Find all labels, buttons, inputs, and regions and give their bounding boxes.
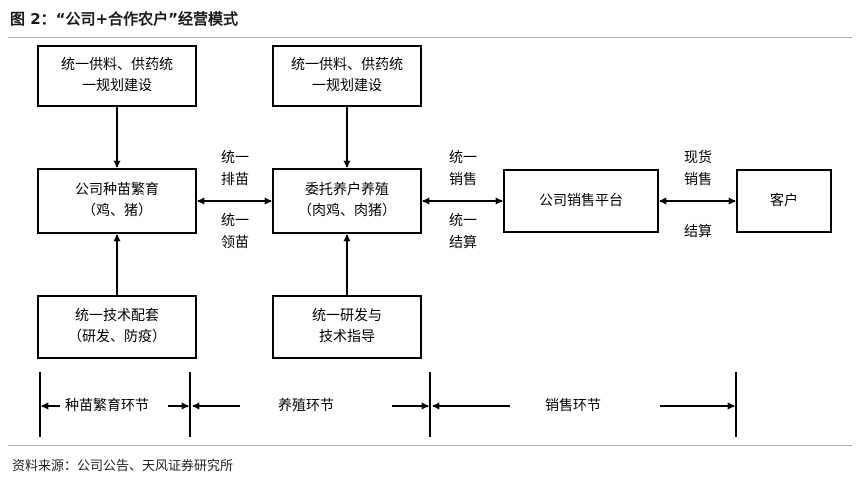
box-supply-mid: 统一供料、供药统 一规划建设 bbox=[272, 45, 422, 107]
box-customer: 客户 bbox=[736, 169, 832, 233]
stage-sales-label: 销售环节 bbox=[545, 398, 601, 414]
label-unified-receive: 统一 领苗 bbox=[221, 213, 249, 251]
label-unified-dispatch: 统一 排苗 bbox=[221, 150, 249, 188]
box-tech-support: 统一技术配套 （研发、防疫） bbox=[37, 295, 197, 359]
stage-farming-label: 养殖环节 bbox=[278, 398, 334, 414]
box-rd-guidance: 统一研发与 技术指导 bbox=[272, 295, 422, 359]
label-settlement: 结算 bbox=[684, 224, 712, 240]
source-note: 资料来源：公司公告、天风证券研究所 bbox=[12, 459, 234, 474]
box-farming: 委托养户养殖 （肉鸡、肉猪） bbox=[272, 168, 422, 234]
label-unified-sales: 统一 销售 bbox=[449, 150, 477, 188]
top-rule bbox=[8, 37, 852, 38]
label-unified-settlement: 统一 结算 bbox=[449, 213, 477, 251]
label-spot-sales: 现货 销售 bbox=[684, 150, 712, 188]
figure-title: 图 2：“公司+合作农户”经营模式 bbox=[10, 10, 238, 28]
box-supply-left: 统一供料、供药统 一规划建设 bbox=[37, 45, 197, 107]
box-sales-platform: 公司销售平台 bbox=[503, 169, 659, 233]
bottom-rule bbox=[8, 445, 852, 446]
stage-seedling-label: 种苗繁育环节 bbox=[65, 398, 149, 414]
box-breeding: 公司种苗繁育 （鸡、猪） bbox=[37, 168, 197, 234]
